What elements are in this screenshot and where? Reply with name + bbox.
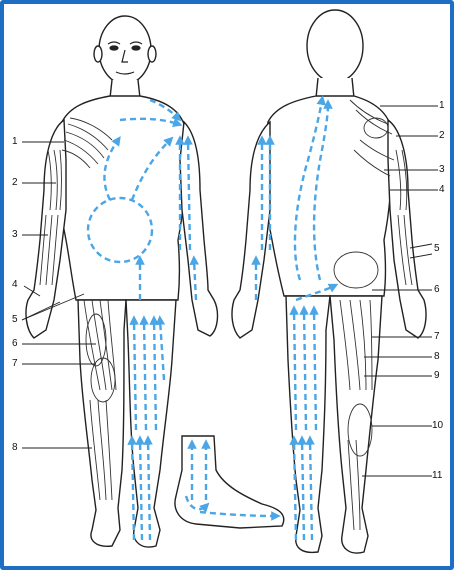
label-right-7: 7 <box>434 332 440 342</box>
label-left-6: 6 <box>12 339 18 349</box>
label-right-11: 11 <box>432 471 442 481</box>
label-left-3: 3 <box>12 230 18 240</box>
label-right-4: 4 <box>439 185 445 195</box>
label-right-5: 5 <box>434 244 440 254</box>
label-right-3: 3 <box>439 165 445 175</box>
back-arm-right <box>388 120 426 338</box>
label-left-2: 2 <box>12 178 18 188</box>
back-leg-left <box>286 296 330 552</box>
back-head <box>307 10 363 82</box>
label-right-2: 2 <box>439 131 445 141</box>
label-right-9: 9 <box>434 371 440 381</box>
label-left-5: 5 <box>12 315 18 325</box>
back-torso <box>263 96 392 296</box>
back-arm-left <box>232 122 270 338</box>
label-left-1: 1 <box>12 137 18 147</box>
label-right-6: 6 <box>434 285 440 295</box>
label-right-10: 10 <box>432 421 443 431</box>
front-leg-left <box>78 300 126 546</box>
label-left-4: 4 <box>12 280 18 290</box>
back-figure <box>232 10 426 553</box>
label-right-8: 8 <box>434 352 440 362</box>
label-left-7: 7 <box>12 359 18 369</box>
front-arm-right <box>180 122 217 336</box>
foot-inset <box>175 436 284 528</box>
back-leg-right <box>330 296 382 553</box>
label-right-1: 1 <box>439 101 445 111</box>
label-left-8: 8 <box>12 443 18 453</box>
